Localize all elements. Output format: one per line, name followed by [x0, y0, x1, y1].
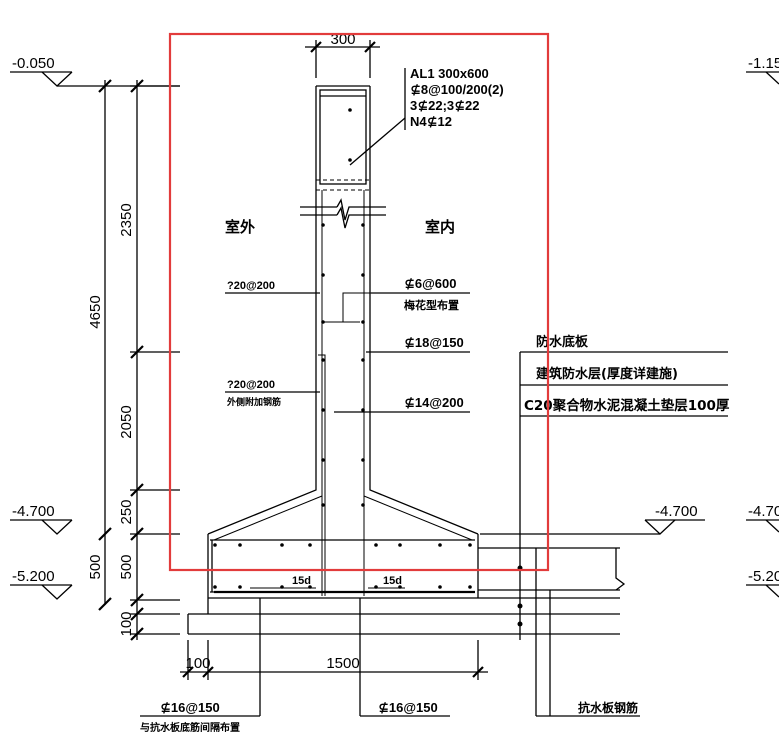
level-marker-top-left: -0.050: [10, 55, 180, 87]
level-top-left: -0.050: [12, 55, 55, 72]
break-line: [300, 198, 386, 229]
dimension-base-width: 100 1500: [180, 640, 488, 680]
level-marker-mid-left: -4.700: [10, 503, 73, 535]
level-marker-top-right-partial: -1.15: [746, 55, 779, 85]
dim-cushion: 100: [118, 611, 135, 636]
beam-callout: AL1 300x600 ⊈8@100/200(2) 3⊈22;3⊈22 N4⊈1…: [349, 66, 504, 166]
rebar-callout-slab: 抗水板钢筋: [535, 548, 640, 717]
rebar-callout-left-upper: ?20@200: [225, 280, 320, 294]
highlight-box: [168, 32, 550, 572]
beam-callout-line4: N4⊈12: [410, 114, 452, 129]
rebar-callout-vertical-lower: ⊈14@200: [334, 395, 470, 413]
beam-callout-line2: ⊈8@100/200(2): [410, 82, 504, 97]
rebar-tie: ⊈6@600: [404, 276, 457, 291]
level-bottom-left: -5.200: [12, 568, 55, 585]
level-bottom-far-right-partial: -5.20: [748, 568, 779, 585]
dim-offset: 100: [185, 655, 210, 672]
dim-upper-segment: 2350: [118, 203, 135, 236]
layer-title: 防水底板: [536, 334, 589, 350]
rebar-bottom-mid: ⊈16@150: [378, 700, 438, 715]
level-marker-bottom-left: -5.200: [10, 568, 73, 600]
beam-callout-line3: 3⊈22;3⊈22: [410, 98, 480, 113]
layer-1: 建筑防水层(厚度详建施): [536, 366, 678, 382]
dim-wall-thickness: 300: [330, 31, 355, 48]
rebar-slab: 抗水板钢筋: [578, 700, 638, 715]
level-top-right-partial: -1.15: [748, 55, 779, 72]
base-slab: 15d 15d: [187, 534, 626, 635]
dimension-chain-segments: 2350 2050 250 500 100: [118, 79, 180, 641]
level-marker-bottom-far-right-partial: -5.20: [746, 568, 779, 598]
dim-slab-left: 500: [87, 554, 104, 579]
rebar-bottom-left: ⊈16@150: [160, 700, 220, 715]
level-mid-right: -4.700: [655, 503, 698, 520]
dimension-chain-total: 4650 500: [87, 79, 112, 611]
rebar-left-lower-note: 外侧附加钢筋: [226, 396, 281, 408]
dim-anchorage-left: 15d: [292, 575, 311, 587]
wall-rebar-dots: [321, 108, 365, 507]
retaining-wall: [207, 85, 479, 596]
layer-2: C20聚合物水泥混凝土垫层100厚: [524, 397, 730, 414]
rebar-vertical-lower: ⊈14@200: [404, 395, 464, 410]
dim-base-width: 1500: [326, 655, 359, 672]
label-inside: 室内: [425, 218, 455, 236]
dim-anchorage-right: 15d: [383, 575, 402, 587]
level-mid-far-right-partial: -4.70: [748, 503, 779, 520]
label-outside: 室外: [225, 218, 255, 236]
rebar-left-lower: ?20@200: [227, 379, 275, 391]
dimension-wall-thickness: 300: [305, 31, 380, 78]
rebar-callout-bottom-mid: ⊈16@150: [359, 598, 450, 717]
dim-lower-segment: 2050: [118, 405, 135, 438]
level-marker-mid-far-right-partial: -4.70: [746, 503, 779, 533]
rebar-tie-note: 梅花型布置: [404, 298, 459, 312]
dim-slab: 500: [118, 554, 135, 579]
rebar-callout-bottom-left: ⊈16@150 与抗水板底筋间隔布置: [140, 598, 261, 732]
dim-haunch: 250: [118, 499, 135, 524]
rebar-vertical-upper: ⊈18@150: [404, 335, 464, 350]
rebar-callout-left-lower: ?20@200 外侧附加钢筋: [225, 379, 320, 408]
rebar-left-upper: ?20@200: [227, 280, 275, 292]
level-marker-mid-right: -4.700: [480, 503, 705, 535]
rebar-bottom-left-note: 与抗水板底筋间隔布置: [140, 721, 240, 732]
level-mid-left: -4.700: [12, 503, 55, 520]
dim-total-height: 4650: [87, 295, 104, 328]
rebar-callout-vertical-upper: ⊈18@150: [366, 335, 470, 353]
beam-callout-line1: AL1 300x600: [410, 66, 489, 81]
layer-callout: 防水底板 建筑防水层(厚度详建施) C20聚合物水泥混凝土垫层100厚: [519, 334, 730, 640]
rebar-callout-tie: ⊈6@600 梅花型布置: [371, 276, 470, 312]
